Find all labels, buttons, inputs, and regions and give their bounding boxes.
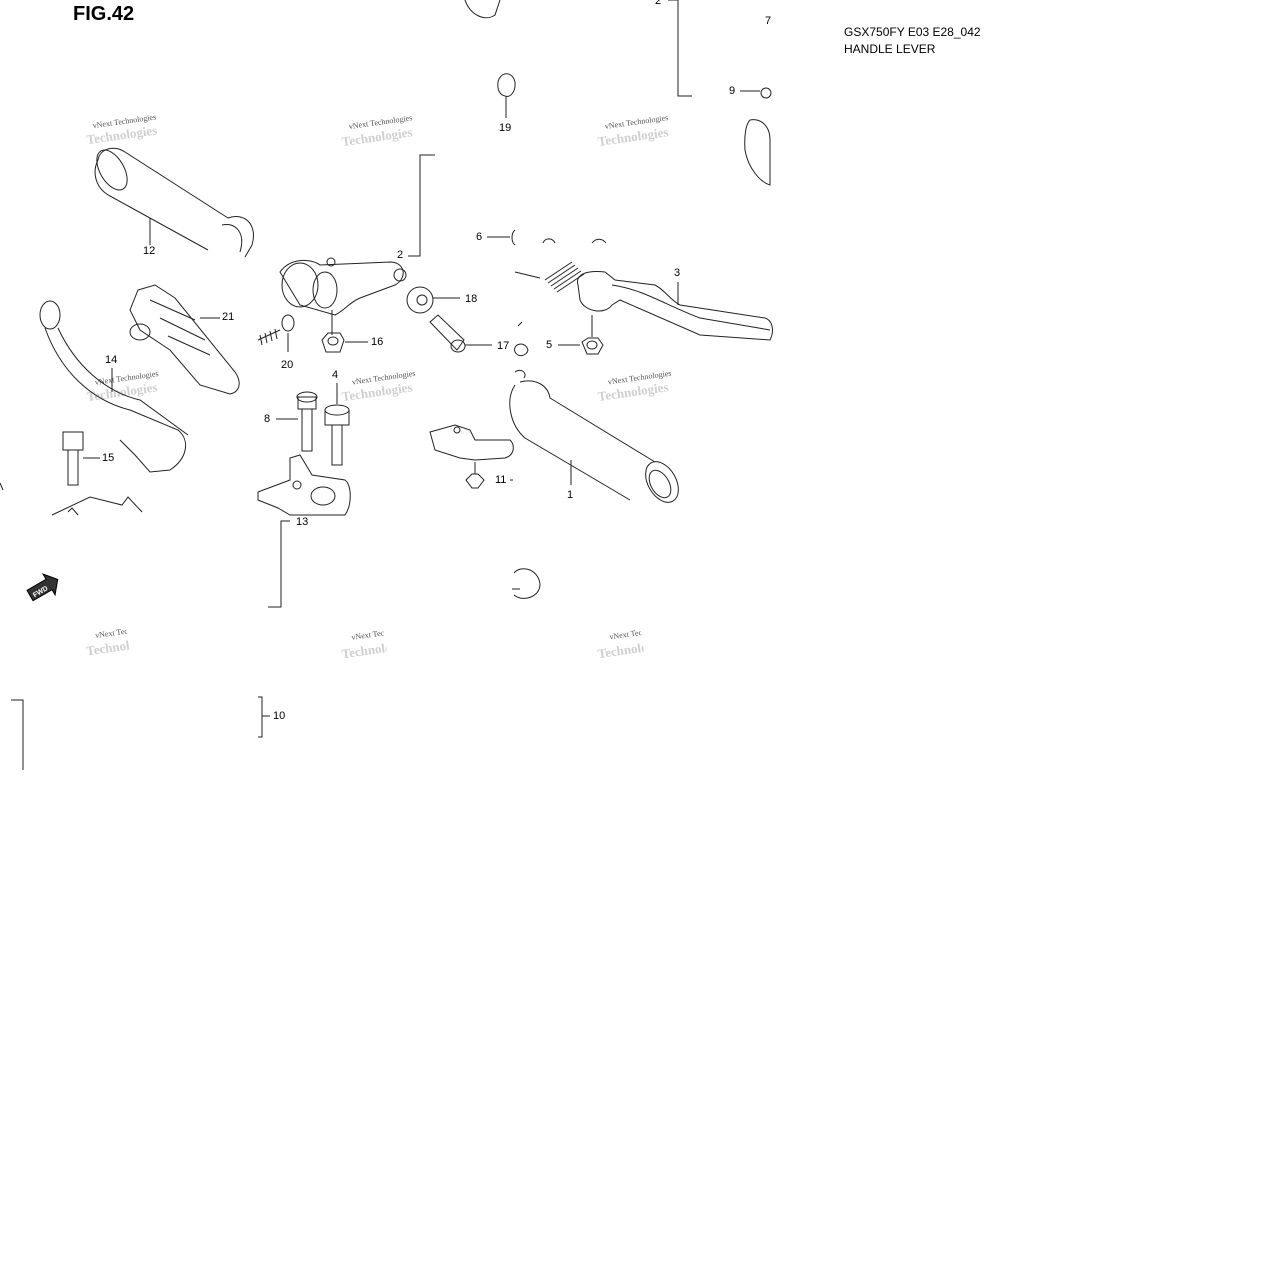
- part-7-spring: [514, 261, 585, 293]
- partial-circle: [513, 568, 541, 599]
- callout-10: 10: [273, 710, 285, 722]
- partial-bracket: [67, 507, 79, 516]
- watermark: Technologies vNext Technologies: [341, 113, 413, 149]
- part-1-throttle-grip: [509, 369, 679, 503]
- leader-2-top: [668, 0, 692, 97]
- watermark-clipped: Technologies vNext Technologies: [341, 624, 416, 661]
- part-2-lever-holder: [279, 154, 435, 335]
- watermark: Technologies vNext Technologies: [341, 369, 416, 404]
- fwd-arrow-icon: FWD: [26, 573, 59, 602]
- part-16-nut: [321, 332, 368, 353]
- callouts: 1 2 2 3 4 5 6 7 8 9 10 11 12 13 14 15 16…: [102, 0, 771, 722]
- callout-17: 17: [497, 340, 509, 352]
- part-3-brake-lever: [576, 271, 773, 341]
- partial-switch-housing: [740, 87, 772, 186]
- callout-2: 2: [397, 249, 403, 261]
- callout-9: 9: [729, 85, 735, 97]
- callout-1: 1: [567, 489, 573, 501]
- callout-3: 3: [674, 267, 680, 279]
- part-12-grip: [94, 147, 254, 258]
- figure-title: FIG.42: [73, 3, 135, 25]
- callout-5: 5: [546, 339, 552, 351]
- watermark: Technologies vNext Technologies: [86, 112, 158, 147]
- callout-2-top: 2: [655, 0, 661, 7]
- callout-21: 21: [222, 311, 234, 323]
- callout-12: 12: [143, 245, 155, 257]
- callout-8: 8: [264, 413, 270, 425]
- callout-7: 7: [765, 15, 771, 27]
- part-11-switch: [429, 424, 514, 489]
- partial-shape-top: [464, 0, 501, 19]
- callout-4: 4: [332, 369, 338, 381]
- part-20-washer: [257, 314, 295, 352]
- watermark-clipped: Technologies vNext Technologies: [597, 624, 674, 662]
- model-code: GSX750FY E03 E28_042: [844, 25, 981, 39]
- part-21-lever-cover: [129, 284, 240, 395]
- callout-13: 13: [296, 516, 308, 528]
- svg-text:vNext Technologies: vNext Technologies: [609, 624, 674, 642]
- callout-11: 11: [495, 474, 506, 486]
- callout-20: 20: [281, 359, 293, 371]
- part-13-bracket: [257, 454, 351, 608]
- callout-14: 14: [105, 354, 117, 366]
- watermark-clipped: Technologies vNext Technologies: [85, 622, 130, 658]
- part-8-screw: [276, 391, 318, 452]
- partial-bracket: [51, 496, 143, 516]
- callout-19: 19: [499, 122, 511, 134]
- watermark: Technologies vNext Technologies: [86, 369, 159, 404]
- part-18-grommet: [406, 286, 460, 314]
- part-4-pivot-bolt: [324, 383, 350, 466]
- group-bracket-10: [11, 696, 270, 770]
- callout-18: 18: [465, 293, 477, 305]
- part-19-cap: [497, 73, 516, 118]
- part-17-adjuster: [429, 314, 529, 357]
- svg-text:vNext Technologies: vNext Technologies: [351, 624, 416, 642]
- part-14-lever: [39, 300, 189, 473]
- callout-6: 6: [476, 231, 482, 243]
- part-5-nut: [558, 337, 604, 355]
- callout-15: 15: [102, 452, 114, 464]
- watermark: Technologies vNext Technologies: [597, 369, 672, 404]
- edge-mark: [0, 482, 4, 491]
- part-6-bracket: [487, 229, 607, 246]
- watermarks: Technologies vNext Technologies Technolo…: [85, 112, 674, 662]
- svg-text:Technologies: Technologies: [597, 636, 669, 661]
- callout-16: 16: [371, 336, 383, 348]
- part-15-bolt: [62, 431, 100, 486]
- section-name: HANDLE LEVER: [844, 42, 936, 56]
- watermark: Technologies vNext Technologies: [597, 113, 669, 149]
